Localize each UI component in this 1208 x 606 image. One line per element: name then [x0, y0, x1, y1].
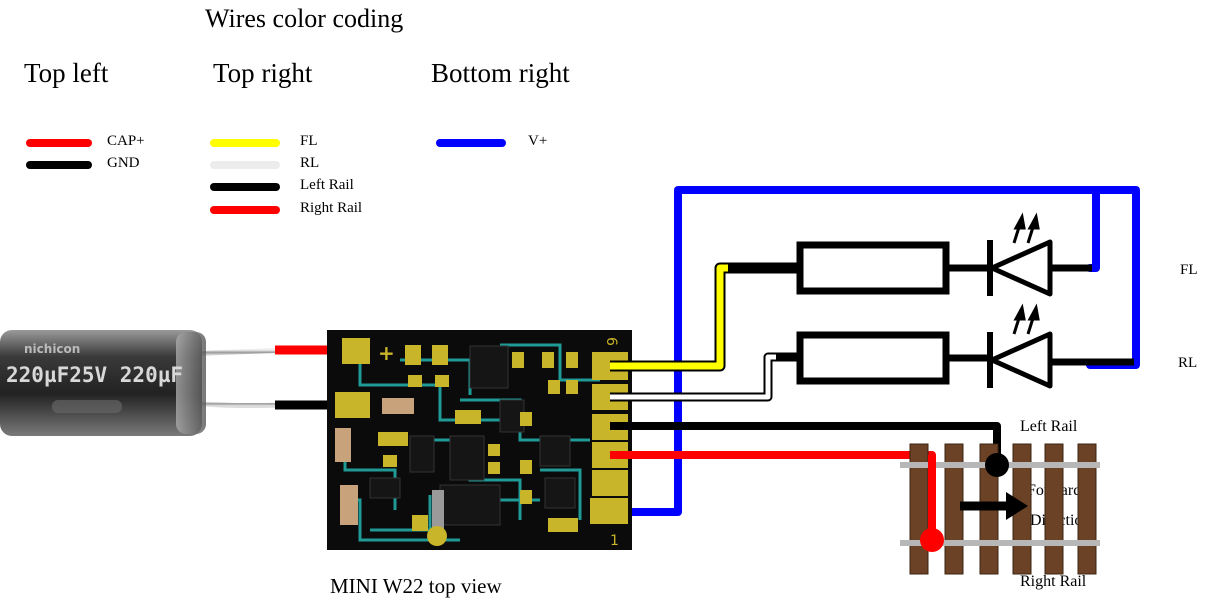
decoder-plus-mark: + [378, 341, 395, 365]
right-rail-connection [920, 528, 944, 552]
title: Wires color coding [205, 4, 404, 33]
output-fl-label: FL [1180, 262, 1198, 278]
decoder-board: + 6 1 [327, 330, 632, 550]
forward-arrow [1006, 492, 1028, 520]
led-rl [989, 331, 1053, 389]
legend-v-plus-label: V+ [528, 133, 548, 149]
resistor-r2 [796, 331, 950, 385]
group-top-right: Top right [213, 58, 313, 88]
decoder-pin-6: 6 [603, 337, 619, 346]
legend-left-rail-label: Left Rail [300, 177, 354, 193]
decoder-caption: MINI W22 top view [330, 574, 502, 598]
right-rail-wire [610, 451, 936, 538]
legend-right-rail-label: Right Rail [300, 200, 363, 216]
left-rail-connection [985, 453, 1009, 477]
capacitor: 220µF25V 220µF nichicon [0, 330, 291, 436]
group-top-left: Top left [24, 58, 109, 88]
group-bottom-right: Bottom right [431, 58, 570, 88]
capacitor-marking: 220µF25V 220µF [6, 363, 183, 387]
decoder-pin-1: 1 [610, 533, 619, 549]
capacitor-brand: nichicon [24, 342, 80, 356]
track-right-rail-label: Right Rail [1020, 573, 1087, 590]
led-fl [989, 239, 1053, 297]
resistor-r1 [796, 241, 950, 295]
track-left-rail-label: Left Rail [1020, 418, 1078, 435]
fl-wire [610, 262, 800, 372]
output-rl-label: RL [1178, 355, 1198, 371]
legend-fl-label: FL [300, 133, 318, 149]
track [900, 443, 1100, 575]
legend-cap-plus-label: CAP+ [107, 133, 145, 149]
legend-gnd-label: GND [107, 155, 140, 171]
legend-rl-label: RL [300, 155, 320, 171]
